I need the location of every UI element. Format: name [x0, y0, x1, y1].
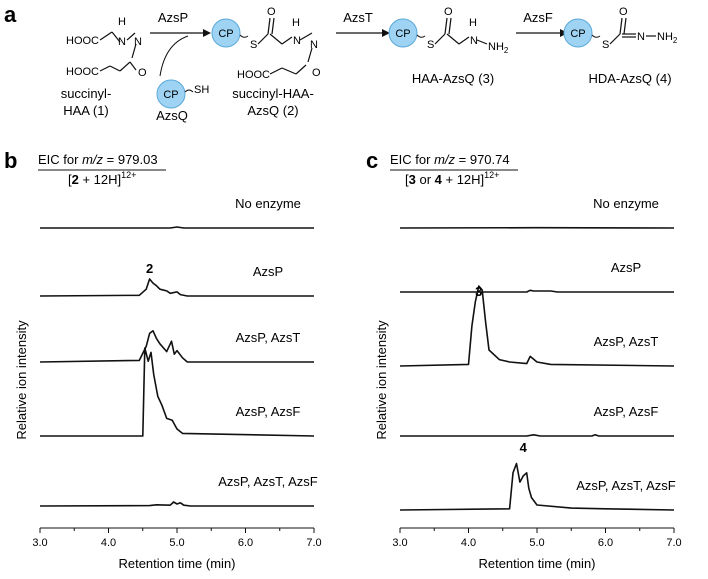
- trace-0-0: [40, 226, 314, 229]
- trace-1-2: [399, 285, 675, 367]
- compound-3-structure: [416, 17, 488, 45]
- compound-1-label-line2: HAA (1): [63, 103, 109, 118]
- enzyme-azsp-label: AzsP: [158, 10, 188, 25]
- compound-1-structure: [99, 31, 137, 72]
- compound-4-cp-label: CP: [570, 28, 585, 40]
- compound-3-n: N: [470, 35, 478, 47]
- compound-4-n: N: [637, 31, 645, 43]
- compound-2-label-line1: succinyl-HAA-: [232, 86, 314, 101]
- compound-3-h: H: [469, 17, 477, 29]
- arrow-azsp-head: [203, 29, 211, 37]
- panel-b-header-line1: EIC for m/z = 979.03: [38, 152, 158, 167]
- x-tick-label-0-3: 6.0: [238, 537, 253, 549]
- compound-2-label-line2: AzsQ (2): [247, 103, 298, 118]
- compound-1-hooc-top: HOOC: [66, 35, 99, 47]
- azsq-label: AzsQ: [156, 108, 188, 123]
- compound-2-s: S: [250, 39, 257, 51]
- x-axis-title-1: Retention time (min): [478, 556, 595, 571]
- arrow-azst-head: [382, 29, 390, 37]
- trace-1-3: [400, 433, 674, 437]
- panel-c-header-line1: EIC for m/z = 970.74: [390, 152, 510, 167]
- compound-3-cp-label: CP: [395, 28, 410, 40]
- azsq-cp-circle: [156, 79, 186, 109]
- panel-c-header-line2: [3 or 4 + 12H]12+: [405, 170, 499, 187]
- compound-2-o-bottom: O: [312, 67, 321, 79]
- compound-2-o-top: O: [267, 6, 276, 18]
- trace-0-3: [40, 347, 315, 437]
- peak-label-0-0: 2: [146, 261, 153, 276]
- compound-4-cp-circle: [563, 18, 593, 48]
- compound-2-n1: N: [293, 35, 301, 47]
- trace-0-1: [39, 278, 314, 297]
- x-tick-label-1-2: 5.0: [529, 537, 544, 549]
- trace-label-0-1: AzsP: [253, 264, 283, 279]
- compound-4-structure: [591, 17, 656, 45]
- peak-label-1-1: 4: [520, 440, 528, 455]
- compound-1-n1: N: [118, 36, 126, 48]
- trace-label-1-0: No enzyme: [593, 196, 659, 211]
- x-tick-label-1-3: 6.0: [598, 537, 613, 549]
- compound-1-label-line1: succinyl-: [61, 86, 112, 101]
- compound-2-hooc: HOOC: [237, 69, 270, 81]
- x-tick-label-1-1: 4.0: [461, 537, 476, 549]
- compound-2-n2: N: [310, 39, 318, 51]
- x-tick-label-0-2: 5.0: [169, 537, 184, 549]
- trace-1-4: [399, 462, 675, 511]
- x-tick-label-0-4: 7.0: [306, 537, 321, 549]
- x-tick-label-1-0: 3.0: [392, 537, 407, 549]
- trace-label-1-4: AzsP, AzsT, AzsF: [576, 478, 676, 493]
- trace-0-4: [39, 501, 314, 507]
- azsq-cp-label: CP: [163, 89, 178, 101]
- compound-4-o: O: [619, 6, 628, 18]
- panel-b: b EIC for m/z = 979.03 [2 + 12H]12+ No e…: [4, 148, 322, 571]
- enzyme-azst-label: AzsT: [343, 10, 373, 25]
- compound-4-label: HDA-AzsQ (4): [588, 71, 671, 86]
- trace-1-1: [400, 289, 674, 293]
- compound-4-s: S: [602, 39, 609, 51]
- x-axis-title-0: Retention time (min): [118, 556, 235, 571]
- compound-2-cp-circle: [211, 18, 241, 48]
- compound-4-nh: NH2: [657, 31, 678, 45]
- compound-3-cp-circle: [388, 18, 418, 48]
- compound-1-o: O: [138, 67, 147, 79]
- compound-2-structure: [239, 17, 313, 75]
- panel-c-letter: c: [366, 148, 378, 173]
- trace-0-2: [39, 329, 314, 363]
- compound-3-s: S: [427, 39, 434, 51]
- compound-1-hooc-bottom: HOOC: [66, 66, 99, 78]
- enzyme-azsf-label: AzsF: [523, 10, 553, 25]
- peak-label-1-0: 3: [475, 284, 482, 299]
- trace-label-0-4: AzsP, AzsT, AzsF: [218, 474, 318, 489]
- compound-3-o: O: [444, 6, 453, 18]
- panel-a-letter: a: [4, 2, 17, 27]
- azsq-sh: SH: [194, 84, 209, 96]
- compound-3-label: HAA-AzsQ (3): [412, 71, 494, 86]
- y-axis-title-1: Relative ion intensity: [374, 320, 389, 440]
- compound-1-h: H: [118, 16, 126, 28]
- trace-label-0-2: AzsP, AzsT: [236, 330, 301, 345]
- panel-b-letter: b: [4, 148, 17, 173]
- compound-1-n2: N: [134, 36, 142, 48]
- y-axis-title-0: Relative ion intensity: [14, 320, 29, 440]
- compound-2-cp-label: CP: [218, 28, 233, 40]
- azsq-wavy-bond: [184, 89, 194, 93]
- x-tick-label-0-0: 3.0: [32, 537, 47, 549]
- panel-a-scheme: a HOOC H N N HOOC O succinyl- HAA (1) CP…: [4, 2, 678, 123]
- compound-2-h: H: [292, 17, 300, 29]
- panel-c: c EIC for m/z = 970.74 [3 or 4 + 12H]12+…: [366, 148, 682, 571]
- trace-label-1-3: AzsP, AzsF: [594, 404, 659, 419]
- panel-b-header-line2: [2 + 12H]12+: [68, 170, 136, 187]
- x-tick-label-1-4: 7.0: [666, 537, 681, 549]
- arrow-azsq-join: [159, 35, 189, 77]
- trace-label-1-1: AzsP: [611, 260, 641, 275]
- compound-3-nh: NH2: [488, 41, 509, 55]
- trace-label-1-2: AzsP, AzsT: [594, 334, 659, 349]
- trace-label-0-0: No enzyme: [235, 196, 301, 211]
- x-tick-label-0-1: 4.0: [101, 537, 116, 549]
- trace-label-0-3: AzsP, AzsF: [236, 404, 301, 419]
